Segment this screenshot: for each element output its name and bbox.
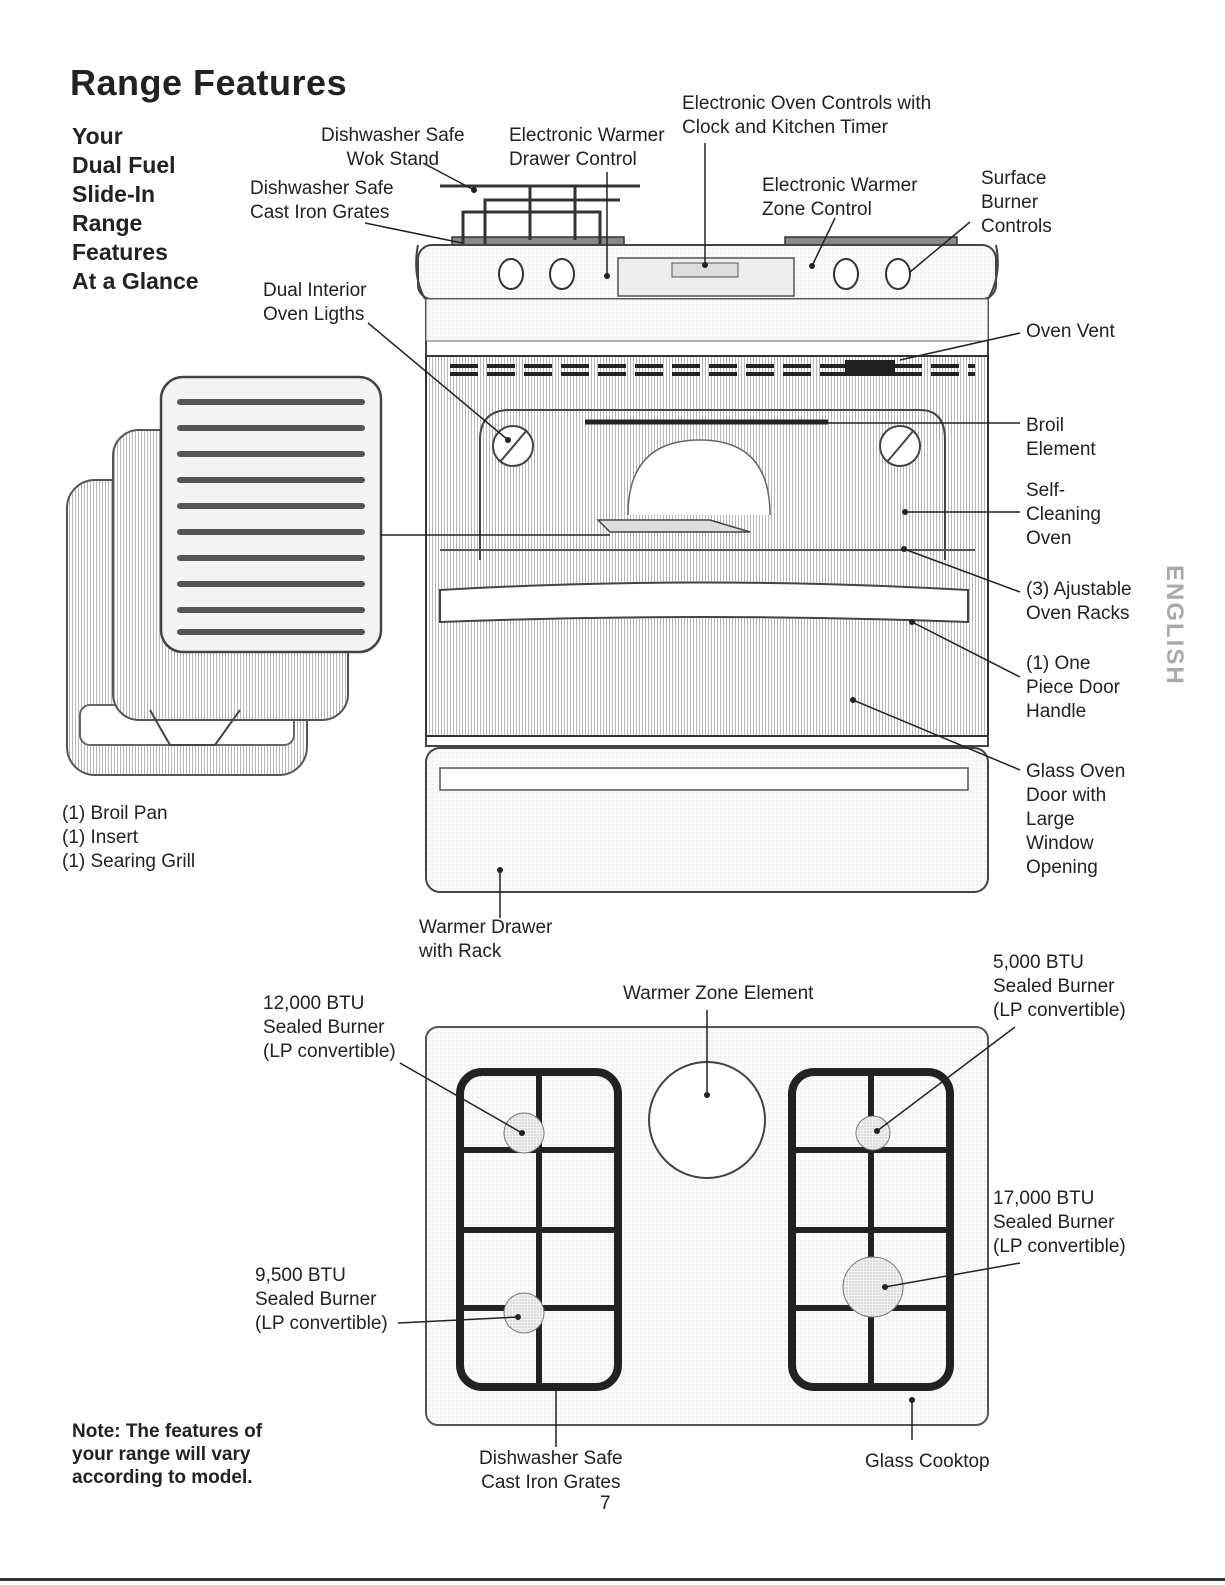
label-warmer-zone-control: Electronic Warmer Zone Control <box>762 175 918 220</box>
label-warmer-zone-element: Warmer Zone Element <box>623 983 814 1004</box>
label-burner-12000: 12,000 BTU Sealed Burner (LP convertible… <box>263 993 396 1062</box>
range-front <box>415 184 999 893</box>
label-self-cleaning-oven: Self- Cleaning Oven <box>1026 480 1101 549</box>
label-door-handle: (1) One Piece Door Handle <box>1026 653 1120 722</box>
label-oven-vent: Oven Vent <box>1026 321 1115 342</box>
leader-dots <box>471 187 915 1403</box>
label-oven-lights: Dual Interior Oven Ligths <box>263 280 367 325</box>
side-tab-language: ENGLISH <box>1161 565 1188 686</box>
label-warmer-drawer: Warmer Drawer with Rack <box>419 917 553 962</box>
page-number: 7 <box>600 1493 611 1514</box>
label-burner-5000: 5,000 BTU Sealed Burner (LP convertible) <box>993 952 1126 1021</box>
label-oven-racks: (3) Ajustable Oven Racks <box>1026 579 1132 624</box>
label-cast-iron-grates-top: Dishwasher Safe Cast Iron Grates <box>250 178 394 223</box>
label-burner-17000: 17,000 BTU Sealed Burner (LP convertible… <box>993 1188 1126 1257</box>
label-broil-pan: (1) Broil Pan (1) Insert (1) Searing Gri… <box>62 803 196 872</box>
bottom-rule <box>0 1578 1225 1581</box>
label-surface-burner-controls: Surface Burner Controls <box>981 168 1052 237</box>
label-warmer-drawer-control: Electronic Warmer Drawer Control <box>509 125 665 170</box>
label-burner-9500: 9,500 BTU Sealed Burner (LP convertible) <box>255 1265 388 1334</box>
label-wok-stand: Dishwasher Safe Wok Stand <box>321 125 465 170</box>
leader-lines <box>364 143 1021 1447</box>
page-title: Range Features <box>70 62 348 103</box>
page-subtitle: Your Dual Fuel Slide-In Range Features A… <box>72 123 199 294</box>
broil-pan-set <box>66 375 383 776</box>
label-oven-controls: Electronic Oven Controls with Clock and … <box>682 93 932 138</box>
label-cast-iron-grates-bottom: Dishwasher Safe Cast Iron Grates <box>479 1448 623 1493</box>
label-broil-element: Broil Element <box>1026 415 1096 460</box>
cooktop <box>425 1026 989 1426</box>
note-text: Note: The features of your range will va… <box>72 1421 263 1488</box>
label-glass-oven-door: Glass Oven Door with Large Window Openin… <box>1026 761 1126 878</box>
label-glass-cooktop: Glass Cooktop <box>865 1451 990 1472</box>
